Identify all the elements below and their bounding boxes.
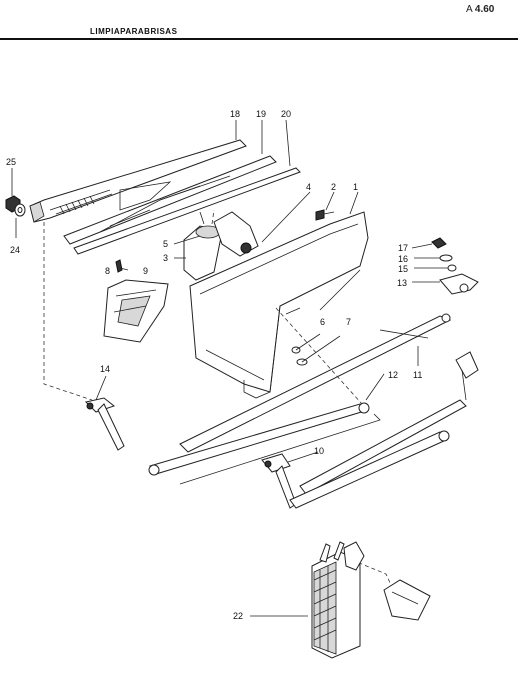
wiper-arm [29, 139, 247, 223]
spindle-parts-right [411, 237, 479, 295]
callout-9: 9 [143, 266, 148, 276]
callout-12: 12 [388, 370, 398, 380]
spindle-14 [85, 397, 125, 451]
motor-cover [189, 211, 369, 399]
linkage-rod-12 [148, 402, 381, 485]
linkage-rod-11 [179, 313, 452, 453]
leader-lines [95, 119, 419, 617]
callout-19: 19 [256, 109, 266, 119]
section-title: LIMPIAPARABRISAS [90, 27, 178, 36]
nut-and-washer [5, 168, 26, 238]
callout-18: 18 [230, 109, 240, 119]
callout-11: 11 [413, 370, 422, 380]
callout-14: 14 [100, 364, 110, 374]
callout-5: 5 [163, 239, 168, 249]
callout-7: 7 [346, 317, 351, 327]
screw-9 [115, 259, 123, 273]
bracket-8 [103, 279, 169, 343]
relay-22 [311, 541, 431, 659]
callout-15: 15 [398, 264, 408, 274]
callout-2: 2 [331, 182, 336, 192]
screw-2 [315, 209, 335, 221]
wiper-motor [183, 211, 259, 281]
callout-4: 4 [306, 182, 311, 192]
callout-10: 10 [314, 446, 324, 456]
callout-6: 6 [320, 317, 325, 327]
callout-3: 3 [163, 253, 168, 263]
callout-22: 22 [233, 611, 243, 621]
header-rule [0, 38, 518, 40]
callout-labels: 1 2 3 4 5 6 7 8 9 10 11 12 13 14 15 16 1… [6, 109, 422, 621]
linkage-assembly-10 [261, 351, 479, 509]
wiper-blade [63, 155, 277, 245]
washers-6-7 [291, 333, 341, 366]
assembly-guides [43, 209, 407, 619]
callout-20: 20 [281, 109, 291, 119]
callout-1: 1 [353, 182, 358, 192]
callout-25: 25 [6, 157, 16, 167]
page-number: A 4.60 [466, 4, 494, 15]
page-prefix: A [466, 4, 473, 15]
callout-13: 13 [397, 278, 407, 288]
callout-8: 8 [105, 266, 110, 276]
callout-16: 16 [398, 254, 408, 264]
page-number-value: 4.60 [474, 4, 495, 15]
callout-17: 17 [398, 243, 408, 253]
wiper-rubber [73, 167, 301, 255]
callout-24: 24 [10, 245, 20, 255]
